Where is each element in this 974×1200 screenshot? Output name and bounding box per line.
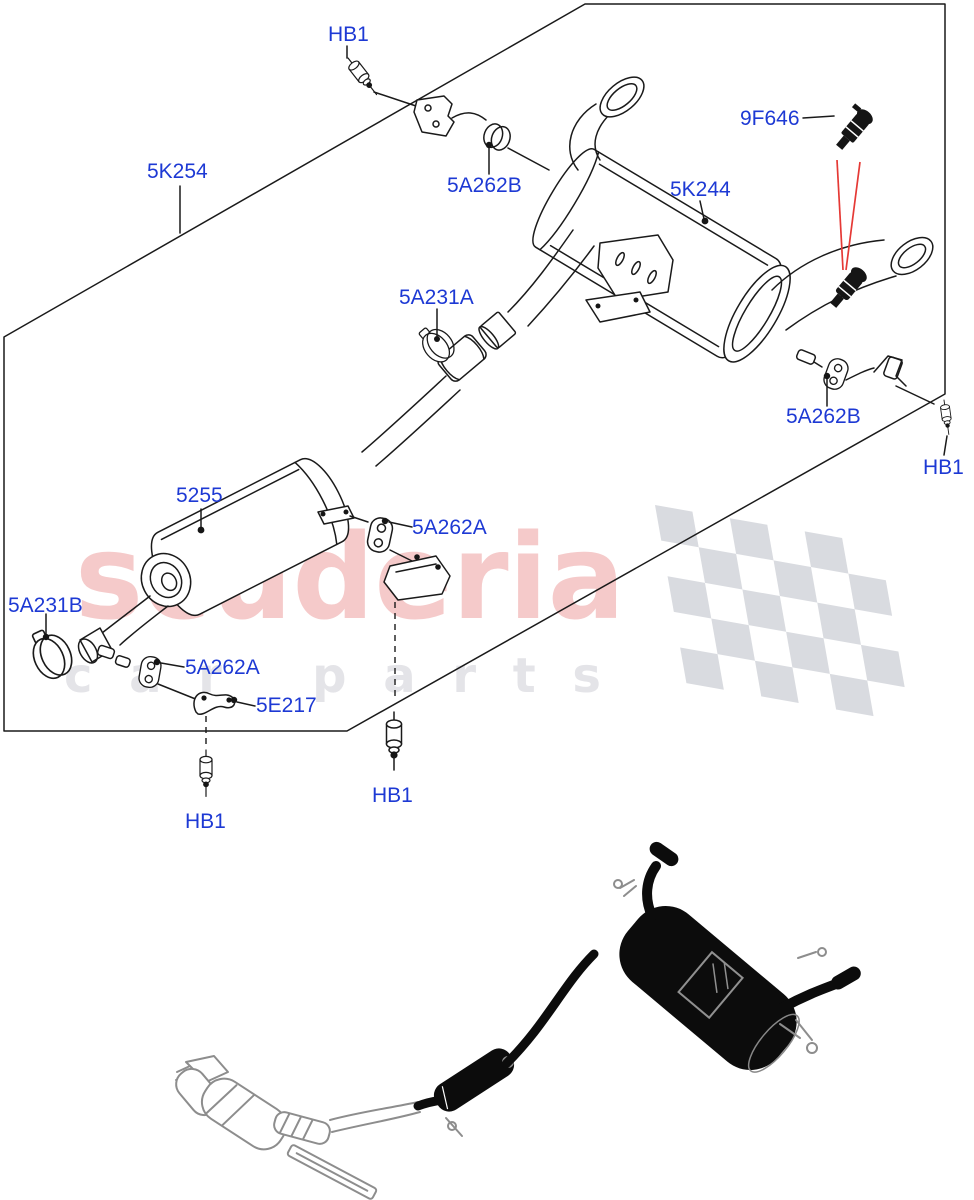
right-mount-assembly <box>795 349 954 436</box>
callout-lines <box>42 45 948 707</box>
part-label-5a231b[interactable]: 5A231B <box>8 594 83 617</box>
part-label-5a262a-upper[interactable]: 5A262A <box>412 516 487 539</box>
hanger-chain-lower <box>96 644 236 798</box>
sensor-9f646 <box>802 103 873 271</box>
thumbnail-overview <box>175 841 861 1200</box>
bolt-hb1-top <box>342 53 382 99</box>
part-label-5a262a-lower[interactable]: 5A262A <box>185 656 260 679</box>
rear-muffler-5k244 <box>532 76 934 363</box>
part-label-hb1-bottom-mid[interactable]: HB1 <box>372 784 413 807</box>
part-label-5255[interactable]: 5255 <box>176 484 223 507</box>
part-label-hb1-right[interactable]: HB1 <box>923 456 964 479</box>
thumbnail-rear-section <box>413 841 861 1112</box>
part-label-hb1-bottom-left[interactable]: HB1 <box>185 810 226 833</box>
checkered-flag <box>655 505 905 717</box>
part-label-5a262b-right[interactable]: 5A262B <box>786 405 861 428</box>
heat-shield <box>585 234 674 323</box>
left-tailpipe <box>569 76 645 171</box>
bracket-5e217 <box>193 691 236 715</box>
bolt-hb1-bottom-mid <box>385 711 403 771</box>
part-label-5e217[interactable]: 5E217 <box>256 694 317 717</box>
part-label-5k244[interactable]: 5K244 <box>670 178 731 201</box>
top-mount-assembly <box>342 53 550 171</box>
mount-bracket <box>413 95 455 137</box>
part-label-9f646[interactable]: 9F646 <box>740 107 800 130</box>
front-flange <box>140 552 192 608</box>
mid-pipe <box>361 229 595 467</box>
pointer-arrows-9f646 <box>836 159 861 271</box>
part-label-5a262b-upper[interactable]: 5A262B <box>447 174 522 197</box>
watermark: scuderia car parts <box>64 505 905 717</box>
diagram-border <box>3 3 946 732</box>
part-label-hb1-top[interactable]: HB1 <box>328 23 369 46</box>
bolt-hb1-right <box>939 398 954 436</box>
thumbnail-front-section <box>175 1055 463 1200</box>
part-label-5k254[interactable]: 5K254 <box>147 160 208 183</box>
hanger-chain-upper <box>317 505 451 771</box>
part-label-5a231a[interactable]: 5A231A <box>399 286 474 309</box>
mounted-sensor <box>830 267 867 308</box>
bolt-hb1-bottom-left <box>199 749 213 798</box>
